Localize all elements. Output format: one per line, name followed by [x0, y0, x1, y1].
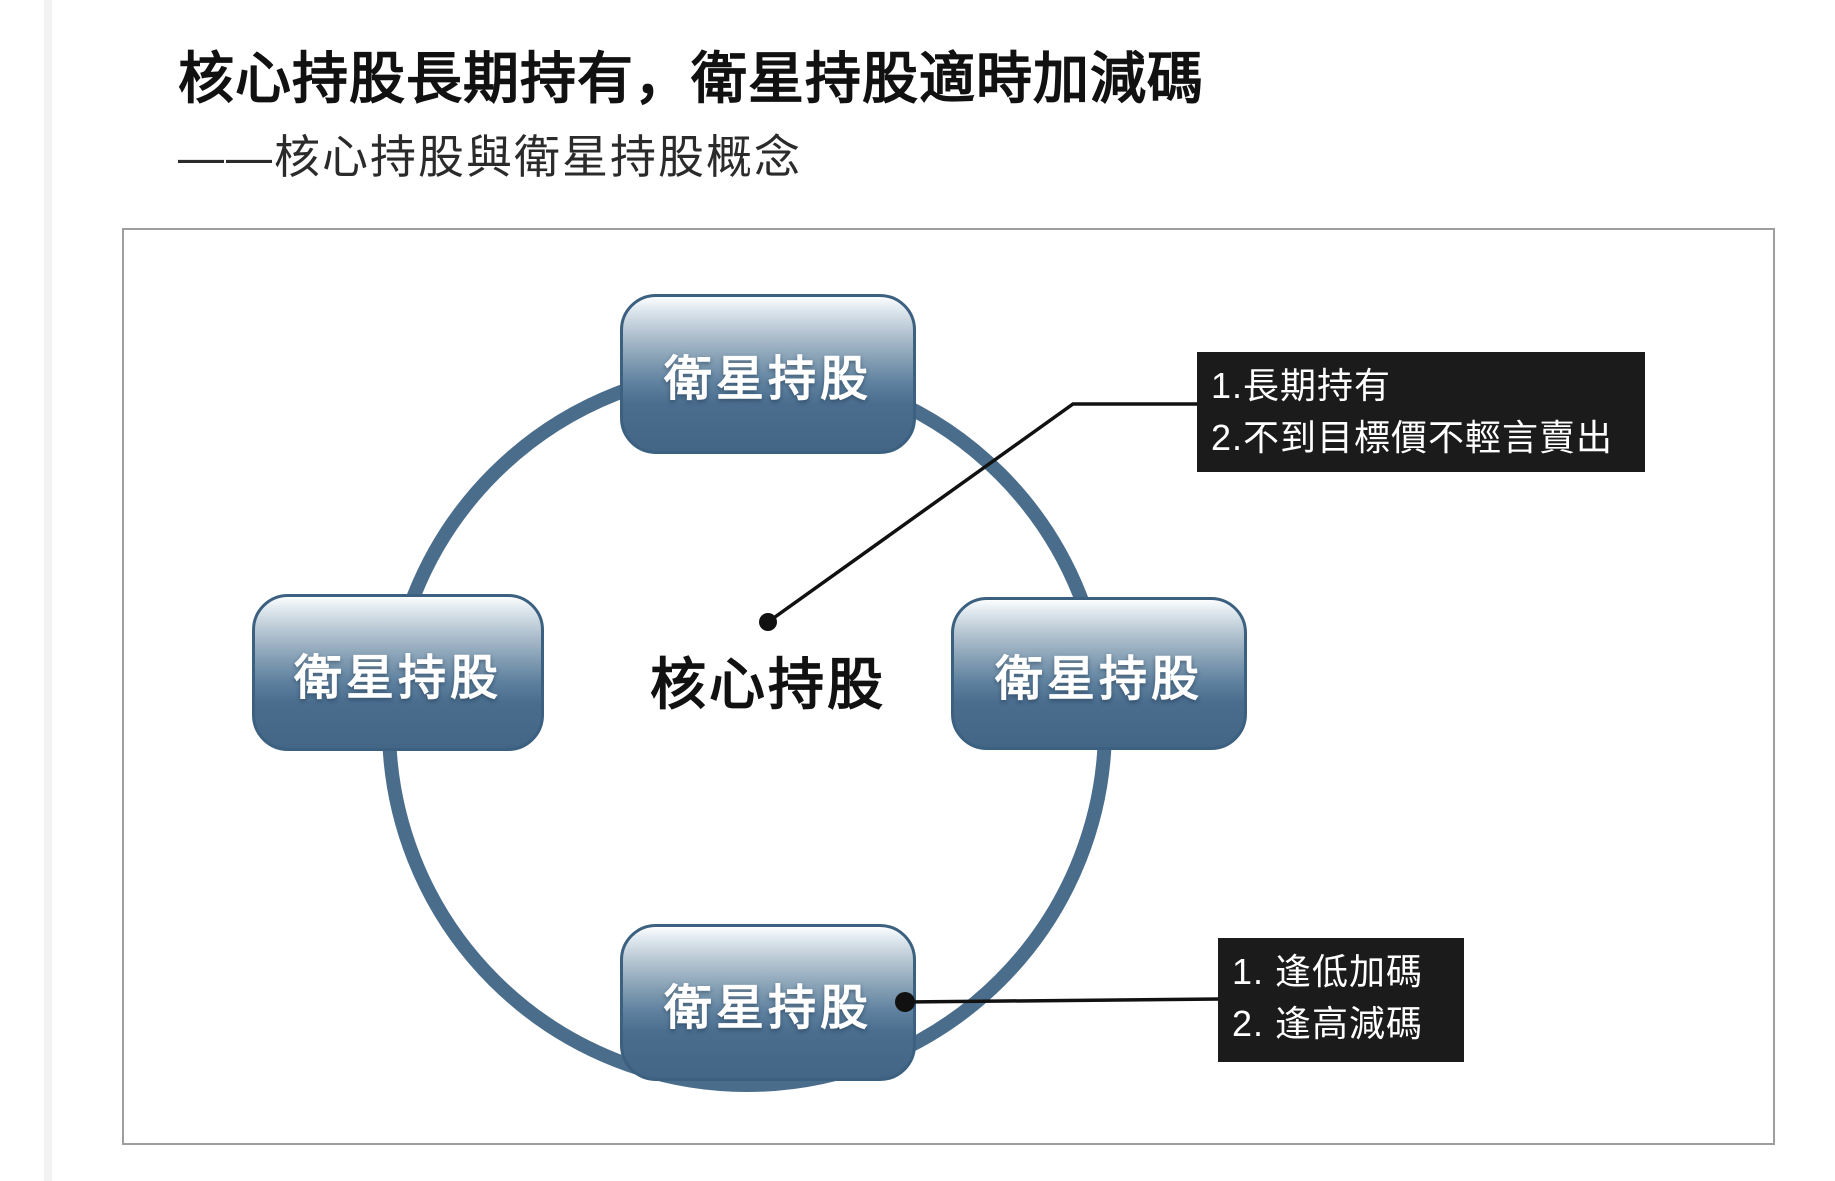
satellite-box-left: 衛星持股 — [252, 594, 544, 751]
page-subtitle: ——核心持股與衛星持股概念 — [178, 130, 802, 183]
satellite-box-label: 衛星持股 — [663, 353, 872, 406]
page-edge-shadow — [44, 0, 52, 1181]
callout-core-holdings: 1.長期持有 2.不到目標價不輕言賣出 — [1197, 352, 1645, 472]
page-title: 核心持股長期持有，衛星持股適時加減碼 — [178, 47, 1204, 110]
callout-line: 2. 逢高減碼 — [1232, 1003, 1424, 1044]
connector-line-satellite — [904, 997, 1221, 1004]
satellite-box-label: 衛星持股 — [293, 651, 502, 705]
title-block: 核心持股長期持有，衛星持股適時加減碼 ——核心持股與衛星持股概念 — [178, 47, 1204, 187]
core-holdings-center: 核心持股 — [650, 653, 886, 716]
connector-dot-satellite — [895, 992, 915, 1012]
satellite-box-label: 衛星持股 — [994, 652, 1203, 706]
callout-line: 2.不到目標價不輕言賣出 — [1211, 417, 1614, 458]
connector-dot-core — [759, 613, 777, 631]
callout-line: 1. 逢低加碼 — [1232, 951, 1424, 992]
satellite-box-label: 衛星持股 — [663, 981, 872, 1035]
satellite-box-right: 衛星持股 — [951, 597, 1247, 750]
satellite-box-top: 衛星持股 — [620, 294, 916, 454]
connector-line-core — [766, 402, 1199, 624]
callout-line: 1.長期持有 — [1211, 365, 1392, 406]
callout-satellite-holdings: 1. 逢低加碼 2. 逢高減碼 — [1218, 938, 1464, 1062]
satellite-box-bottom: 衛星持股 — [620, 924, 916, 1081]
